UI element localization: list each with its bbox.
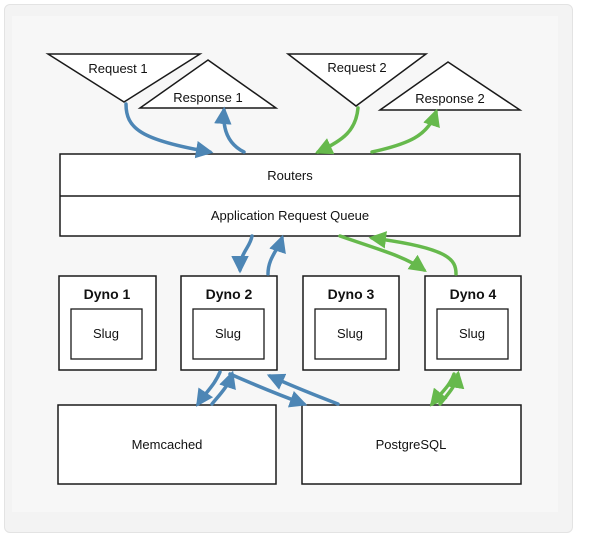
arrow-routers-to-response1: [214, 106, 246, 154]
dyno-1-label: Dyno 1: [84, 286, 131, 302]
request-1-label: Request 1: [88, 61, 147, 76]
routers-block: Routers Application Request Queue: [59, 153, 521, 237]
arrow-dyno4-to-queue: [368, 231, 458, 276]
arrow-queue-to-dyno2: [231, 234, 254, 274]
request-queue-label: Application Request Queue: [211, 208, 369, 223]
arrow-memcached-to-dyno2: [210, 370, 236, 406]
arrow-queue-to-dyno4: [338, 234, 427, 273]
arrow-dyno2-to-postgresql: [228, 372, 308, 408]
postgresql-label: PostgreSQL: [376, 437, 447, 452]
response-1-node: Response 1: [137, 59, 279, 109]
dyno-3-slug: Slug: [337, 326, 363, 341]
arrow-dyno2-to-queue: [266, 234, 286, 276]
memcached-label: Memcached: [132, 437, 203, 452]
dyno-2: Dyno 2 Slug: [180, 275, 278, 371]
arrow-routers-to-response2: [370, 108, 440, 154]
dyno-1-slug: Slug: [93, 326, 119, 341]
arrow-postgresql-to-dyno4: [438, 370, 465, 406]
postgresql-node: PostgreSQL: [301, 404, 522, 485]
response-2-label: Response 2: [415, 91, 484, 106]
dyno-4-label: Dyno 4: [450, 286, 497, 302]
response-2-node: Response 2: [377, 61, 523, 111]
green-flow-arrows: [314, 106, 465, 407]
request-1-node: Request 1: [45, 53, 203, 103]
request-2-node: Request 2: [285, 53, 429, 107]
arrow-request1-to-routers: [124, 102, 214, 159]
dyno-4-slug: Slug: [459, 326, 485, 341]
dyno-4: Dyno 4 Slug: [424, 275, 522, 371]
dyno-3: Dyno 3 Slug: [302, 275, 400, 371]
blue-flow-arrows: [124, 102, 340, 408]
arrow-postgresql-to-dyno2: [266, 373, 340, 406]
memcached-node: Memcached: [57, 404, 277, 485]
arrow-dyno2-to-memcached: [196, 370, 222, 407]
dyno-1: Dyno 1 Slug: [58, 275, 157, 371]
dyno-2-label: Dyno 2: [206, 286, 253, 302]
dyno-2-slug: Slug: [215, 326, 241, 341]
request-2-label: Request 2: [327, 60, 386, 75]
dyno-3-label: Dyno 3: [328, 286, 375, 302]
response-1-label: Response 1: [173, 90, 242, 105]
routers-label: Routers: [267, 168, 313, 183]
arrow-request2-to-routers: [314, 106, 360, 155]
